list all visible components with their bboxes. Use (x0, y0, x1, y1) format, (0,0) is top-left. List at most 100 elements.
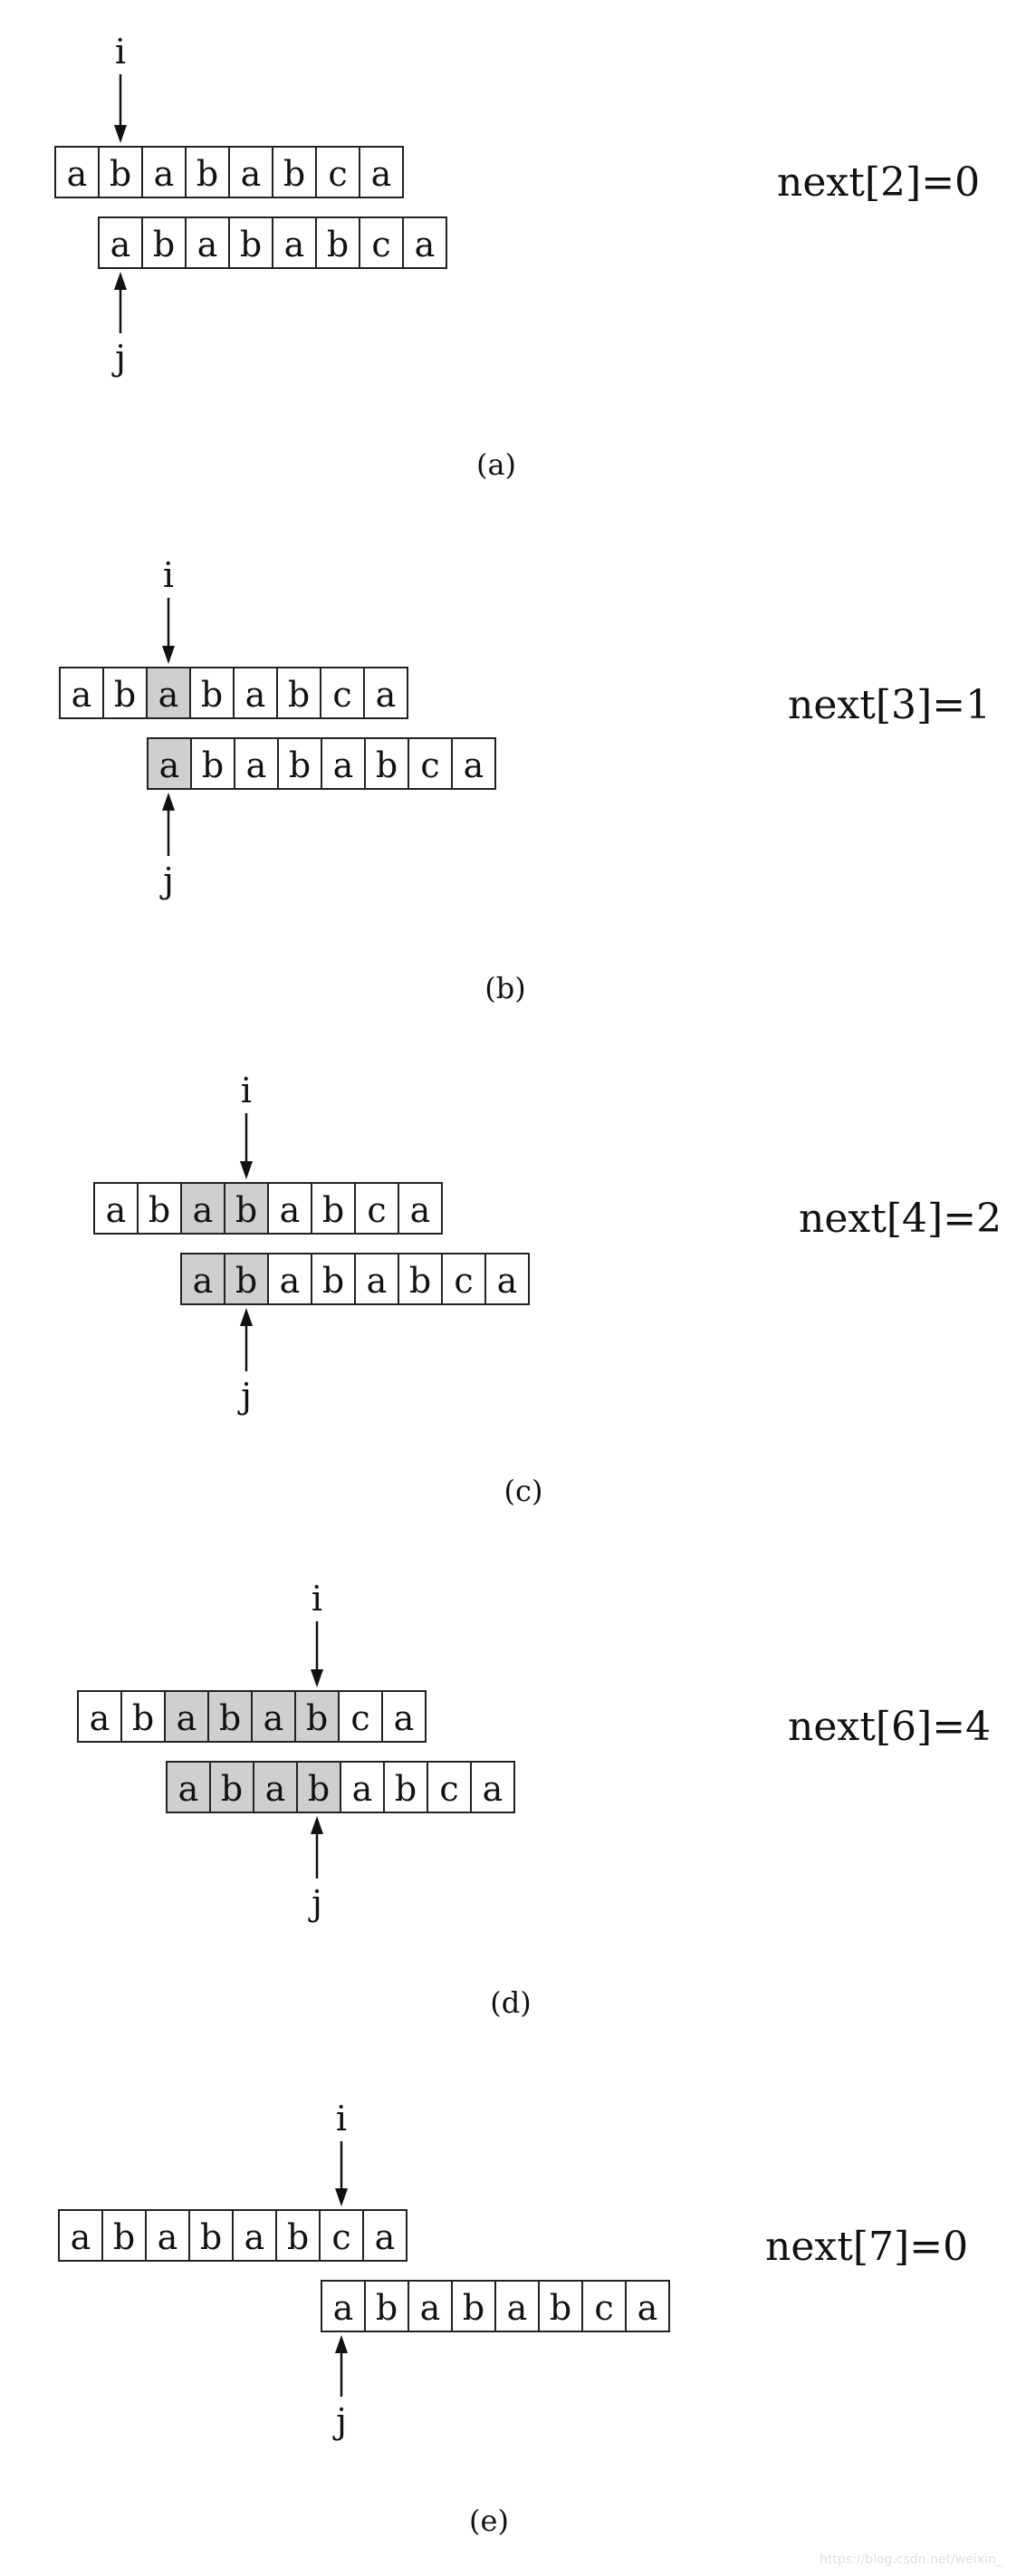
char-cell (625, 2280, 670, 2332)
cell-letter: a (158, 2217, 178, 2257)
cell-letter: c (332, 675, 351, 715)
char-cell (320, 667, 365, 719)
cell-letter: a (410, 1190, 431, 1230)
matched-cell (224, 1182, 269, 1235)
cell-letter: a (394, 1698, 415, 1738)
char-cell (363, 667, 408, 719)
cell-letter: b (327, 225, 349, 264)
char-cell (494, 2280, 540, 2332)
cell-letter: a (375, 2217, 396, 2257)
cell-letter: a (193, 1261, 214, 1301)
char-cell (354, 1253, 399, 1305)
cell-letter: a (367, 1261, 388, 1301)
cell-letter: c (454, 1261, 473, 1301)
matched-cell (209, 1761, 254, 1813)
cell-letter: a (110, 225, 131, 264)
cell-letter: b (287, 2217, 309, 2257)
pointer-j-label: j (332, 2401, 347, 2441)
cell-letter: b (240, 225, 262, 264)
cell-letter: b (463, 2288, 484, 2328)
next-value-label: next[6]=4 (788, 1704, 991, 1750)
cell-letter: c (367, 1190, 386, 1230)
char-cell (141, 146, 187, 198)
cell-letter: a (158, 675, 179, 715)
cell-letter: a (376, 675, 397, 715)
cell-letter: a (464, 745, 484, 785)
char-cell (141, 216, 187, 269)
char-cell (267, 1253, 312, 1305)
cell-letter: b (289, 745, 311, 785)
char-cell (98, 216, 143, 269)
cell-letter: b (153, 225, 175, 264)
cell-letter: c (328, 154, 347, 194)
cell-letter: b (306, 1698, 328, 1738)
char-cell (120, 1690, 166, 1743)
char-cell (232, 2209, 277, 2262)
pointer-j-arrow (311, 1816, 323, 1879)
char-cell (59, 667, 104, 719)
cell-letter: b (235, 1261, 257, 1301)
char-cell (315, 216, 360, 269)
pointer-i-label: i (241, 1071, 252, 1110)
cell-letter: a (67, 154, 88, 194)
char-cell (267, 1182, 312, 1235)
char-cell (272, 216, 317, 269)
panel-caption: (a) (476, 447, 516, 482)
char-cell (315, 146, 360, 198)
matched-cell (207, 1690, 253, 1743)
cell-letter: b (132, 1698, 154, 1738)
pointer-j-label: j (237, 1376, 252, 1416)
char-cell (364, 737, 409, 790)
char-cell (451, 737, 496, 790)
cell-letter: a (178, 1769, 199, 1809)
cell-letter: a (90, 1698, 110, 1738)
cell-letter: b (409, 1261, 431, 1301)
cell-letter: a (193, 1190, 214, 1230)
cell-letter: a (280, 1261, 301, 1301)
char-cell (364, 2280, 409, 2332)
cell-letter: b (376, 2288, 398, 2328)
cell-letter: b (322, 1190, 344, 1230)
pointer-j-arrow (114, 272, 127, 333)
char-cell (234, 737, 279, 790)
next-value-label: next[7]=0 (765, 2224, 968, 2270)
cell-letter: c (420, 745, 439, 785)
char-cell (228, 146, 273, 198)
matched-cell (180, 1182, 225, 1235)
cell-letter: c (439, 1769, 458, 1809)
char-cell (189, 667, 235, 719)
pointer-j-arrow (240, 1308, 253, 1371)
matched-cell (294, 1690, 340, 1743)
cell-letter: a (333, 745, 354, 785)
cell-letter: b (235, 1190, 257, 1230)
panel-caption: (b) (484, 971, 525, 1005)
char-cell (484, 1253, 530, 1305)
pointer-i-label: i (115, 32, 126, 72)
char-cell (470, 1761, 515, 1813)
cell-letter: a (333, 2288, 354, 2328)
char-cell (77, 1690, 122, 1743)
char-cell (538, 2280, 583, 2332)
pointer-i-label: i (336, 2099, 347, 2139)
cell-letter: b (114, 675, 136, 715)
pointer-i-label: i (312, 1579, 322, 1619)
char-cell (408, 737, 453, 790)
cell-letter: b (322, 1261, 344, 1301)
cell-letter: a (638, 2288, 658, 2328)
matched-cell (224, 1253, 269, 1305)
next-value-label: next[3]=1 (788, 682, 991, 728)
panel-caption: (d) (490, 1985, 531, 2020)
cell-letter: b (550, 2288, 571, 2328)
cell-letter: b (110, 154, 131, 194)
cell-letter: b (283, 154, 305, 194)
cell-letter: b (149, 1190, 170, 1230)
cell-letter: a (245, 675, 266, 715)
